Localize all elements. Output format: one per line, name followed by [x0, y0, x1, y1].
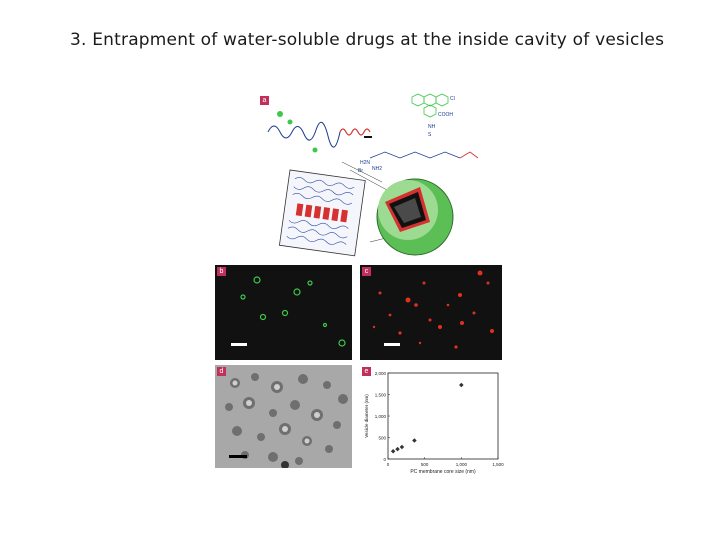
- x-tick-label: 1,500: [492, 462, 504, 467]
- chem-h2n: H2N: [360, 160, 370, 166]
- y-tick-label: 2,000: [375, 371, 387, 376]
- panel-d: d: [215, 365, 352, 468]
- red-vesicles: [372, 270, 494, 349]
- peptide-backbone: [369, 151, 461, 159]
- scale-bar: [384, 343, 400, 346]
- green-bead: [287, 119, 293, 125]
- x-tick-label: 0: [387, 462, 390, 467]
- panel-b-label: b: [217, 267, 226, 276]
- chem-nh: NH: [428, 124, 436, 130]
- data-point: [412, 438, 417, 443]
- fluorophore-molecule: [411, 93, 449, 118]
- panel-a-label: a: [260, 96, 269, 105]
- data-point: [390, 448, 396, 454]
- panel-b: b: [215, 265, 352, 360]
- vesicle-sphere: [376, 178, 454, 256]
- dash-mark: [364, 136, 372, 138]
- scale-bar: [231, 343, 247, 346]
- chem-cooh: COOH: [438, 112, 453, 118]
- x-axis-label: PC membrane core size (nm): [410, 469, 476, 475]
- y-tick-label: 1,500: [375, 393, 387, 398]
- panel-a: a Cl COOH NH S H2N NH2 Br: [260, 92, 510, 262]
- data-point: [399, 444, 405, 450]
- panel-c: c: [360, 265, 502, 360]
- y-tick-label: 1,000: [375, 414, 387, 419]
- green-vesicles: [240, 276, 346, 347]
- red-helix: [339, 128, 371, 136]
- slide-title: 3. Entrapment of water-soluble drugs at …: [70, 30, 665, 50]
- panel-e-label: e: [362, 367, 371, 376]
- scatter-chart: 0 500 1,000 1,500 2,000 0 500 1,000 1,500 PC me…: [364, 371, 504, 475]
- tem-micrograph: [215, 365, 352, 468]
- data-point: [459, 382, 464, 388]
- panel-a-schematic: Cl COOH NH S H2N NH2 Br: [267, 93, 479, 257]
- y-tick-label: 0: [383, 457, 386, 462]
- panel-e: e 0 500 1,000 1,500 2,000 0 500 1,000 1,500 PC …: [360, 365, 505, 475]
- red-tail: [459, 151, 479, 159]
- x-tick-label: 1,000: [456, 462, 468, 467]
- x-tick-label: 500: [421, 462, 429, 467]
- plot-frame: [387, 372, 499, 460]
- green-bead: [312, 147, 318, 153]
- y-axis-label: Vesicle diameter (nm): [364, 394, 369, 438]
- chem-nh2: NH2: [372, 166, 382, 172]
- chem-cl: Cl: [450, 96, 455, 102]
- zoom-line: [341, 161, 383, 183]
- polymer-chain: [267, 121, 341, 148]
- chem-br: Br: [358, 168, 363, 174]
- membrane-inset: [278, 169, 366, 257]
- panel-c-label: c: [362, 267, 371, 276]
- chem-s: S: [428, 132, 432, 138]
- data-point: [395, 446, 400, 452]
- scale-bar: [229, 455, 247, 458]
- panel-d-label: d: [217, 367, 226, 376]
- y-tick-label: 500: [378, 436, 386, 441]
- green-bead: [277, 111, 283, 117]
